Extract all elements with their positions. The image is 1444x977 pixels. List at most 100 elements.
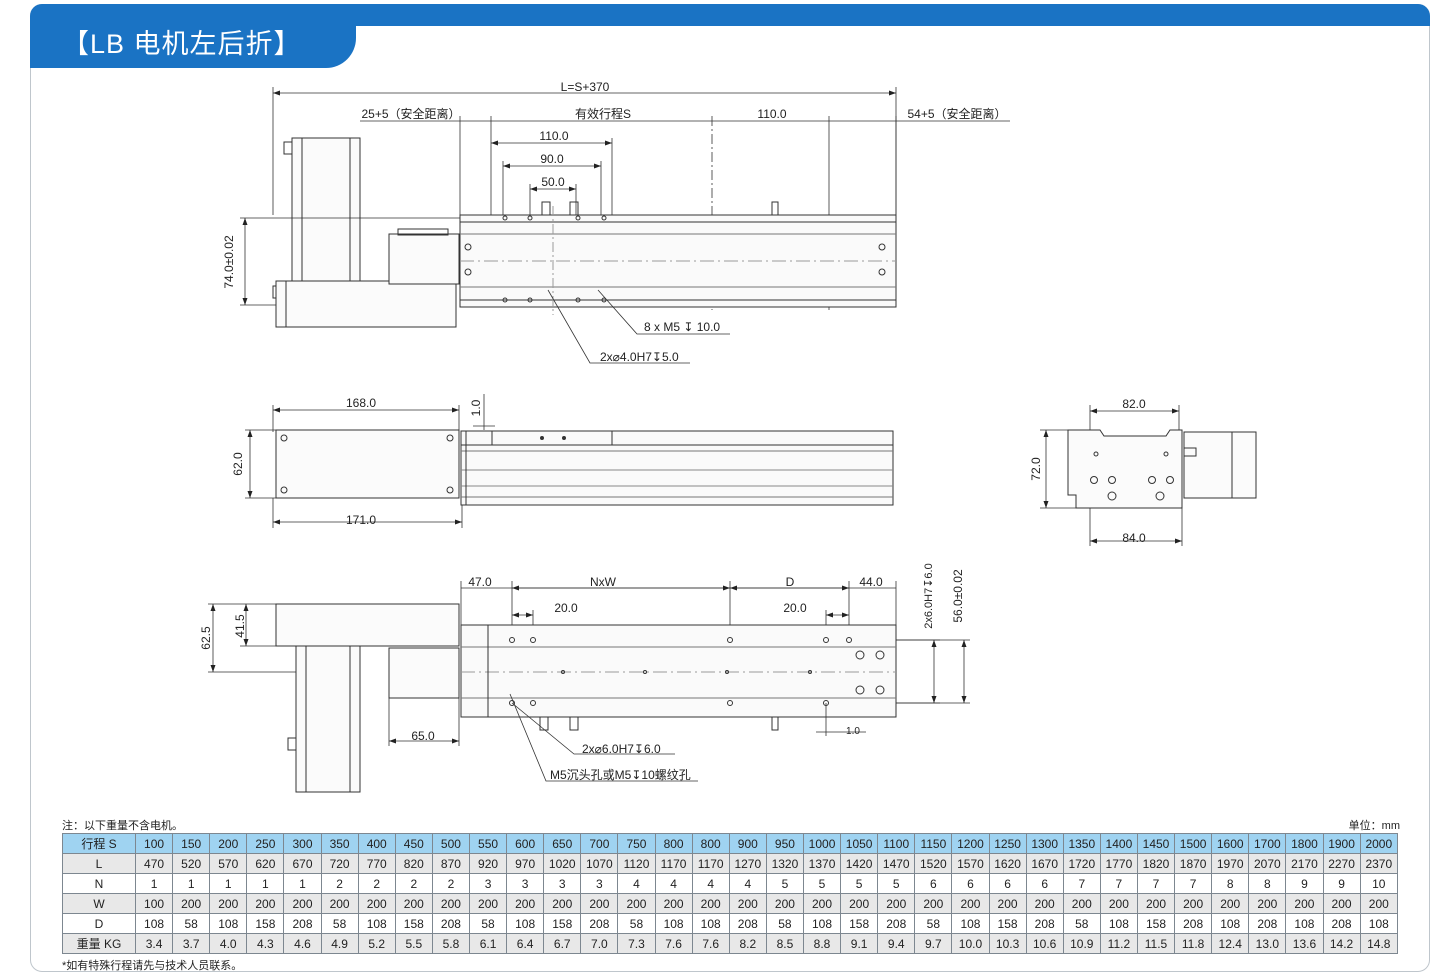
table-cell: 200 [246, 893, 285, 914]
table-cell: 1 [134, 873, 174, 894]
table-cell: 1300 [1025, 833, 1064, 854]
table-cell: 4 [654, 873, 693, 894]
table-cell: 500 [431, 833, 470, 854]
table-cell: 208 [877, 913, 916, 934]
table-cell: 158 [840, 913, 879, 934]
dim-90: 90.0 [540, 152, 564, 166]
table-cell: 1350 [1062, 833, 1101, 854]
table-cell: 800 [691, 833, 730, 854]
table-cell: 6.4 [506, 933, 545, 954]
table-cell: 8 [1211, 873, 1250, 894]
table-cell: 200 [988, 893, 1027, 914]
dim-height-72: 72.0 [1029, 457, 1043, 481]
dim-65: 65.0 [411, 729, 435, 743]
bottom-view-labels: 47.0 NxW D 44.0 20.0 20.0 2x6.0H7↧6.0 56… [199, 563, 965, 782]
dim-overall-length: L=S+370 [561, 80, 610, 94]
table-cell: 158 [1136, 913, 1176, 934]
table-cell: 1120 [617, 853, 656, 874]
table-cell: 1470 [877, 853, 916, 874]
table-cell: 2 [320, 873, 359, 894]
table-cell: 1320 [765, 853, 804, 874]
table-cell: 450 [394, 833, 433, 854]
table-cell: 200 [1248, 893, 1287, 914]
table-cell: 3 [506, 873, 545, 894]
table-cell: 1070 [580, 853, 619, 874]
table-cell: 200 [728, 893, 767, 914]
dim-height-62-5: 62.5 [199, 626, 213, 650]
table-cell: 1620 [988, 853, 1027, 874]
table-cell: 4 [691, 873, 730, 894]
table-cell: 6 [914, 873, 953, 894]
table-cell: 200 [543, 893, 582, 914]
table-cell: 7.3 [617, 933, 656, 954]
table-cell: 6 [988, 873, 1027, 894]
table-cell: 6.1 [468, 933, 508, 954]
end-view [1040, 405, 1257, 546]
table-cell: 300 [283, 833, 322, 854]
table-cell: 1050 [840, 833, 879, 854]
table-cell: 1020 [543, 853, 582, 874]
table-cell: 1170 [691, 853, 730, 874]
table-cell: 400 [357, 833, 396, 854]
table-cell: 1170 [654, 853, 693, 874]
callout-m5-holes: 8 x M5 ↧ 10.0 [644, 320, 720, 334]
table-cell: 1900 [1322, 833, 1361, 854]
table-cell: 208 [1248, 913, 1287, 934]
table-cell: 108 [1211, 913, 1250, 934]
end-view-labels: 82.0 84.0 72.0 [1029, 397, 1146, 545]
table-cell: 200 [802, 893, 842, 914]
table-cell: 4 [617, 873, 656, 894]
table-cell: 4.3 [246, 933, 285, 954]
table-cell: 200 [914, 893, 953, 914]
dim-stroke: 有效行程S [575, 106, 631, 121]
header-bar [30, 4, 1430, 26]
table-cell: 58 [765, 913, 804, 934]
table-cell: 200 [1025, 893, 1064, 914]
table-cell: 108 [654, 913, 693, 934]
table-cell: 108 [357, 913, 396, 934]
table-cell: 208 [1025, 913, 1064, 934]
table-cell: 200 [691, 893, 730, 914]
table-cell: 870 [431, 853, 470, 874]
table-cell: 1250 [988, 833, 1027, 854]
footnote: *如有特殊行程请先与技术人员联系。 [62, 960, 243, 972]
table-cell: 1000 [802, 833, 842, 854]
table-cell: 350 [320, 833, 359, 854]
table-cell: 920 [468, 853, 508, 874]
table-cell: 108 [951, 913, 990, 934]
table-cell: 200 [951, 893, 990, 914]
table-cell: 1500 [1174, 833, 1213, 854]
dim-nxw: NxW [590, 575, 617, 589]
table-cell: 7 [1062, 873, 1101, 894]
table-cell: 2 [431, 873, 470, 894]
table-cell: 7.6 [691, 933, 730, 954]
table-cell: 10.0 [951, 933, 990, 954]
row-label: W [62, 893, 136, 914]
table-cell: 200 [283, 893, 322, 914]
table-cell: 700 [580, 833, 619, 854]
dim-right-110: 110.0 [757, 107, 786, 121]
table-cell: 5.5 [394, 933, 433, 954]
table-cell: 200 [209, 833, 248, 854]
table-cell: 1870 [1174, 853, 1213, 874]
table-cell: 2000 [1359, 833, 1399, 854]
dim-gap-1: 1.0 [469, 399, 483, 416]
table-cell: 7 [1136, 873, 1176, 894]
table-cell: 200 [1285, 893, 1324, 914]
table-cell: 208 [1322, 913, 1361, 934]
table-cell: 8 [1248, 873, 1287, 894]
table-cell: 6.7 [543, 933, 582, 954]
table-cell: 2070 [1248, 853, 1287, 874]
table-cell: 11.8 [1174, 933, 1213, 954]
table-cell: 200 [1062, 893, 1101, 914]
table-cell: 58 [914, 913, 953, 934]
table-cell: 9 [1285, 873, 1324, 894]
table-cell: 7.0 [580, 933, 619, 954]
table-cell: 770 [357, 853, 396, 874]
table-cell: 7.6 [654, 933, 693, 954]
